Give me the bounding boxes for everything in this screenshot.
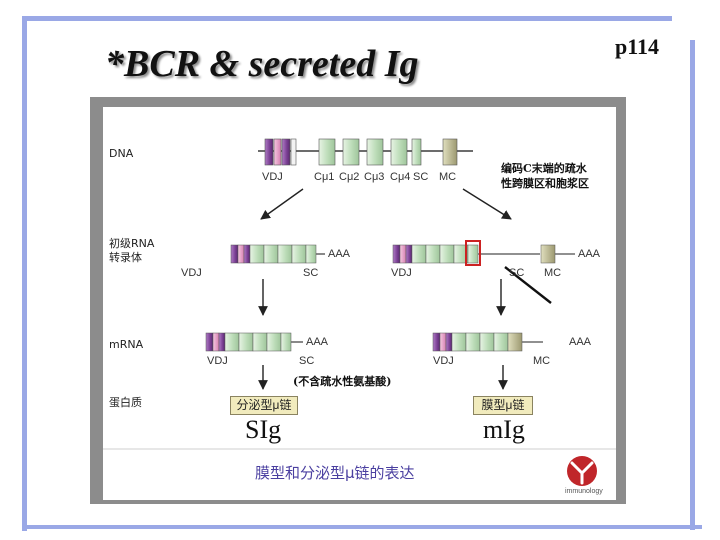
immunology-logo-icon <box>567 456 597 486</box>
dna-gene <box>258 138 473 166</box>
rna-right-c1 <box>411 244 427 264</box>
mrna-left-label-sc: SC <box>299 355 315 367</box>
mrna-left-sc <box>280 332 292 352</box>
mrna-right-label-vdj: VDJ <box>433 355 454 367</box>
mrna-right-d <box>439 332 447 352</box>
mrna-right-j <box>445 332 453 352</box>
mrna-left-label-vdj: VDJ <box>207 355 228 367</box>
dna-cmu3-exon <box>366 138 384 166</box>
annotation-pointer-line <box>504 266 552 304</box>
slide-right-rule <box>690 40 695 530</box>
dna-cmu2-exon <box>342 138 360 166</box>
rna-right-label-vdj: VDJ <box>391 267 412 279</box>
slide-left-rule <box>22 16 27 531</box>
primary-rna-right <box>392 244 575 264</box>
rna-right-mc <box>540 244 556 264</box>
rna-right-c2 <box>425 244 441 264</box>
mrna-right-mc <box>507 332 523 352</box>
dna-mc-exon <box>442 138 458 166</box>
slide-title: *BCR & secreted Ig <box>105 43 419 85</box>
label-sig: SIg <box>245 415 282 444</box>
rna-right-d <box>399 244 407 264</box>
mrna-left-c2 <box>238 332 254 352</box>
rna-left-c4 <box>291 244 307 264</box>
figure-caption: 膜型和分泌型μ链的表达 <box>255 464 415 482</box>
rna-left-c2 <box>263 244 279 264</box>
annotation-hydrophobic-region: 编码C末端的疏水 性跨膜区和胞浆区 <box>501 162 589 190</box>
rna-left-v <box>230 244 239 264</box>
protein-membrane-mu-chain: 膜型μ链 <box>473 396 533 415</box>
mrna-left-d <box>212 332 220 352</box>
rna-left-sc <box>305 244 317 264</box>
dna-label-vdj: VDJ <box>262 171 283 183</box>
diagram-drawing <box>103 138 616 486</box>
rna-right-v <box>392 244 401 264</box>
slide-bottom-rule <box>22 525 702 529</box>
annotation-no-hydrophobic: (不含疏水性氨基酸) <box>293 375 392 388</box>
rna-left-d <box>237 244 245 264</box>
dna-sc-exon <box>411 138 422 166</box>
row-label-primary-rna: 初级RNA 转录体 <box>109 237 155 264</box>
arrow-dna-to-rna-left <box>260 188 304 220</box>
rna-right-label-mc: MC <box>544 267 562 279</box>
dna-label-cmu3: Cμ3 <box>364 171 385 183</box>
slide-top-rule <box>22 16 672 21</box>
rna-left-j <box>243 244 251 264</box>
rna-right-sc <box>467 244 479 264</box>
rna-right-polya: AAA <box>578 248 601 260</box>
rna-left-c3 <box>277 244 293 264</box>
rna-right-c3 <box>439 244 455 264</box>
mrna-right-c2 <box>465 332 481 352</box>
mrna-right <box>432 332 543 352</box>
dna-cmu4-exon <box>390 138 408 166</box>
mrna-right-label-mc: MC <box>533 355 551 367</box>
row-label-protein: 蛋白质 <box>109 396 142 409</box>
rna-left-c1 <box>249 244 265 264</box>
rna-right-label-sc: SC <box>509 267 525 279</box>
rna-left-polya: AAA <box>328 248 351 260</box>
dna-label-cmu1: Cμ1 <box>314 171 335 183</box>
mrna-left-v <box>205 332 214 352</box>
rna-right-j <box>405 244 413 264</box>
mrna-right-c3 <box>479 332 495 352</box>
dna-label-cmu2: Cμ2 <box>339 171 360 183</box>
mrna-left-j <box>218 332 226 352</box>
mrna-right-v <box>432 332 441 352</box>
row-label-dna: DNA <box>109 147 134 160</box>
mrna-right-c1 <box>451 332 467 352</box>
dna-leader-exon <box>290 138 297 166</box>
mrna-right-polya: AAA <box>569 336 592 348</box>
page-number: p114 <box>615 34 660 59</box>
mrna-right-c4 <box>493 332 509 352</box>
rna-left-label-sc: SC <box>303 267 319 279</box>
logo-text: immunology <box>565 488 603 495</box>
dna-cmu1-exon <box>318 138 336 166</box>
sc-exon-red-outline <box>465 240 481 266</box>
rna-left-label-vdj: VDJ <box>181 267 202 279</box>
row-label-mrna: mRNA <box>109 338 144 351</box>
figure-panel: DNA 初级RNA 转录体 mRNA 蛋白质 <box>103 107 616 500</box>
protein-secreted-mu-chain: 分泌型μ链 <box>230 396 298 415</box>
mrna-left-c4 <box>266 332 282 352</box>
mrna-left-c3 <box>252 332 268 352</box>
dna-label-mc: MC <box>439 171 457 183</box>
mrna-left-c1 <box>224 332 240 352</box>
dna-label-cmu4: Cμ4 <box>390 171 411 183</box>
mrna-left <box>205 332 303 352</box>
dna-d-exon <box>273 138 282 166</box>
dna-label-sc: SC <box>413 171 429 183</box>
mrna-left-polya: AAA <box>306 336 329 348</box>
dna-j-exon <box>281 138 291 166</box>
arrow-dna-to-rna-right <box>462 188 512 220</box>
label-mig: mIg <box>483 415 525 444</box>
primary-rna-left <box>230 244 325 264</box>
dna-v-exon <box>264 138 274 166</box>
